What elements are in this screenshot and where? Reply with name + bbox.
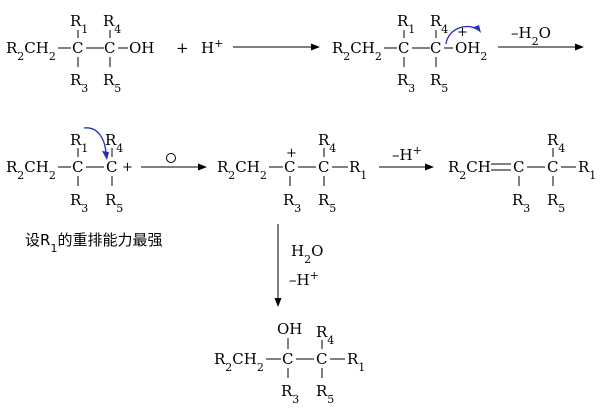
r1-label: R1 [578, 158, 596, 182]
hydroxyl-label: OH [277, 320, 302, 338]
r2ch2-label: R2CH2 [214, 350, 264, 374]
reaction-arrow-2: –H2O [498, 24, 584, 51]
r5-label: R5 [318, 191, 336, 215]
carbon-label: C [72, 158, 83, 176]
r3-label: R3 [70, 191, 88, 215]
r2ch2-label: R2CH2 [217, 158, 267, 182]
oxonium-label: OH2 [455, 39, 487, 63]
molecule-carbocation: R2CH2 C R1 R3 C R4 R5 + [6, 127, 133, 215]
condition-minus-h2o: –H2O [511, 24, 551, 48]
carbon-label: C [398, 39, 409, 57]
arrow-head [274, 298, 282, 307]
reaction-arrow-1 [233, 43, 320, 51]
proton-label: H+ [201, 37, 223, 58]
curly-arrow-icon [445, 25, 479, 45]
molecule-rearranged-cation: R2CH2 C + R3 C R4 R5 R1 [217, 131, 367, 215]
positive-charge: + [286, 146, 297, 161]
r1-label: R1 [347, 350, 365, 374]
molecule-alcohol: R2CH2 C R1 R3 C R4 R5 OH [6, 12, 154, 95]
r5-label: R5 [430, 71, 448, 95]
arrow-head [311, 43, 320, 51]
positive-charge: + [457, 25, 468, 40]
molecule-alkene: R2CH C R3 C R4 R5 R1 [448, 131, 596, 215]
r2ch2-label: R2CH2 [6, 39, 56, 63]
r4-label: R4 [103, 12, 121, 36]
molecule-product-alcohol: OH R2CH2 C R3 C R4 R5 R1 [214, 320, 365, 406]
arrow-head [198, 163, 207, 171]
r2ch2-label: R2CH2 [332, 39, 382, 63]
r5-label: R5 [103, 71, 121, 95]
carbon-label: C [430, 39, 441, 57]
rearrangement-note: 设R1的重排能力最强 [25, 231, 162, 255]
r3-label: R3 [70, 71, 88, 95]
r1-label: R1 [70, 12, 88, 36]
r2ch2-label: R2CH2 [6, 158, 56, 182]
r4-label: R4 [105, 131, 123, 155]
r1-label: R1 [349, 158, 367, 182]
carbon-label: C [316, 350, 327, 368]
curly-arrow-head [102, 151, 109, 160]
reaction-arrow-3 [141, 153, 207, 171]
r1-label: R1 [70, 131, 88, 155]
r4-label: R4 [430, 12, 448, 36]
carbon-label: C [318, 158, 329, 176]
r2ch-label: R2CH [448, 158, 491, 182]
r4-label: R4 [318, 131, 336, 155]
arrow-head [575, 43, 584, 51]
r3-label: R3 [283, 191, 301, 215]
r4-label: R4 [547, 131, 565, 155]
carbon-label: C [547, 158, 558, 176]
r5-label: R5 [547, 191, 565, 215]
condition-h2o: H2O [291, 242, 323, 266]
reaction-arrow-4: –H+ [379, 144, 434, 171]
carbon-label: C [284, 158, 295, 176]
carbon-label: C [104, 39, 115, 57]
r1-label: R1 [397, 12, 415, 36]
curly-arrow-head [474, 25, 481, 33]
carbon-label: C [106, 158, 117, 176]
hydroxyl-label: OH [129, 39, 154, 57]
r5-label: R5 [316, 382, 334, 406]
arrow-head [425, 163, 434, 171]
positive-charge: + [122, 160, 133, 175]
circle-icon [166, 153, 176, 163]
molecule-oxonium: R2CH2 C R1 R3 C R4 R5 OH2 + [332, 12, 487, 95]
r3-label: R3 [397, 71, 415, 95]
condition-minus-h-plus: –H+ [392, 144, 422, 165]
carbon-label: C [72, 39, 83, 57]
carbon-label: C [513, 158, 524, 176]
carbon-label: C [282, 350, 293, 368]
r3-label: R3 [281, 382, 299, 406]
r3-label: R3 [512, 191, 530, 215]
r5-label: R5 [105, 191, 123, 215]
reaction-arrow-5: H2O –H+ [274, 224, 323, 307]
r4-label: R4 [316, 323, 334, 347]
condition-minus-h-plus: –H+ [289, 269, 319, 290]
plus-sign: + [176, 39, 189, 57]
